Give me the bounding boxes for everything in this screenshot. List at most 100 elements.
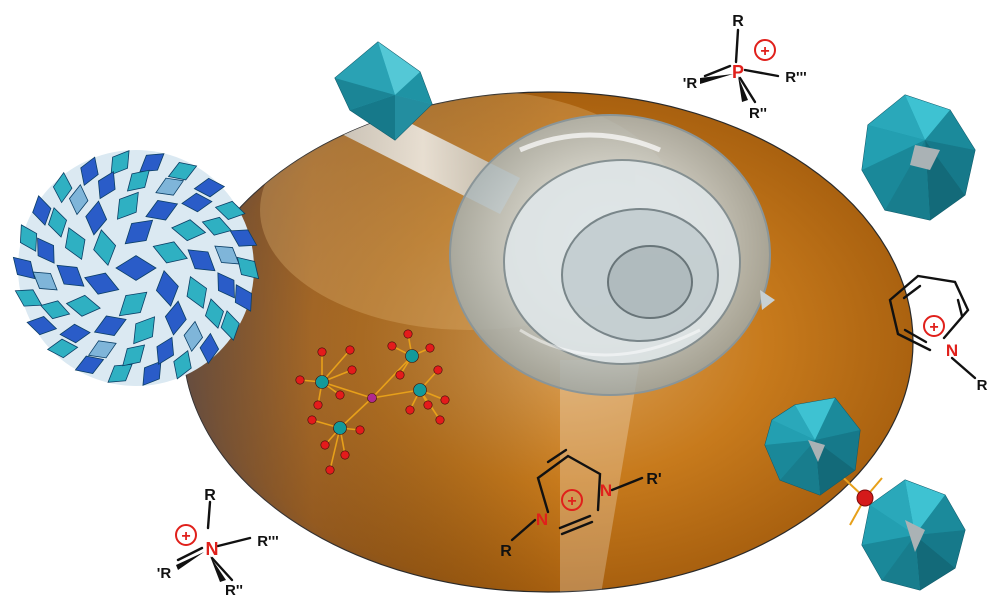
pyridinium-r-label: R <box>977 377 988 394</box>
ammonium-charge-label: + <box>181 528 190 545</box>
keplerate-polyhedron <box>155 177 185 196</box>
oxygen-atom <box>335 390 345 400</box>
keplerate-polyhedron <box>201 216 232 236</box>
keplerate-center-polyhedron <box>115 255 157 281</box>
positive-charge-icon <box>175 524 197 546</box>
keplerate-polyhedron <box>40 300 71 320</box>
keplerate-polyhedron <box>32 271 58 291</box>
ammonium-r-bottom: R'' <box>225 582 243 599</box>
oxygen-atom <box>433 365 443 375</box>
phosphonium-charge-label: + <box>760 43 769 60</box>
phosphonium-r-left: 'R <box>683 75 698 92</box>
keplerate-polyhedron <box>56 264 85 287</box>
keplerate-polyhedron <box>193 177 226 198</box>
nitrogen-atom-label: N <box>206 539 219 559</box>
keplerate-polyhedron <box>93 315 127 336</box>
phosphonium-r-bottom: R'' <box>749 105 767 122</box>
pyridinium-charge-label: + <box>929 319 938 336</box>
oxygen-atom <box>313 400 323 410</box>
keplerate-polyhedron <box>204 298 224 329</box>
imidazolium-charge-label: + <box>567 493 576 510</box>
keplerate-polyhedron <box>12 256 36 280</box>
oxygen-atom <box>347 365 357 375</box>
oxygen-atom <box>425 343 435 353</box>
keplerate-polyhedron <box>124 219 154 245</box>
keplerate-polyhedron <box>199 332 220 365</box>
keplerate-polyhedron <box>93 229 117 267</box>
keplerate-polyhedron <box>118 291 148 317</box>
keplerate-polyhedron <box>65 294 101 317</box>
keplerate-polyhedron <box>97 171 116 200</box>
oxygen-atom <box>435 415 445 425</box>
glass-vial-icon <box>326 92 775 592</box>
cluster-bond <box>321 349 351 383</box>
keplerate-polyhedron <box>26 315 58 336</box>
metal-atom <box>333 421 347 435</box>
positive-charge-icon <box>754 39 776 61</box>
keplerate-polyhedron <box>152 241 188 264</box>
oxygen-atom <box>405 405 415 415</box>
cluster-bond <box>371 355 413 399</box>
cluster-bond <box>329 427 341 471</box>
ammonium-r-left: 'R <box>157 565 172 582</box>
keplerate-polyhedron <box>181 192 213 213</box>
keplerate-polyhedron <box>156 336 175 365</box>
cluster-bond <box>371 389 421 399</box>
pyridinium-n-label: N <box>946 341 958 360</box>
keplerate-polyhedron <box>171 219 207 242</box>
oxygen-atom <box>423 400 433 410</box>
ball-and-stick-cluster-icon <box>295 329 450 475</box>
keplerate-polyhedron <box>173 350 192 380</box>
keplerate-polyhedron <box>65 227 86 261</box>
oxygen-atom <box>355 425 365 435</box>
keplerate-polyhedron <box>155 269 179 307</box>
keplerate-polyhedron <box>217 272 235 299</box>
cluster-bond <box>321 381 373 399</box>
oxygen-atom <box>340 450 350 460</box>
metal-atom <box>413 383 427 397</box>
ammonium-cation: R 'R R''' R'' N + <box>157 487 279 599</box>
keplerate-polyhedron <box>186 275 207 309</box>
sandwich-polyoxometalate-icon <box>764 397 966 591</box>
keplerate-polyhedron <box>214 200 246 221</box>
keplerate-polyhedron <box>87 340 117 359</box>
oxygen-atom <box>317 347 327 357</box>
keplerate-polyhedron <box>37 237 55 264</box>
phosphorus-atom-label: P <box>732 62 744 82</box>
keplerate-polyhedron <box>85 200 108 236</box>
keplerate-polyhedron <box>214 245 240 265</box>
keplerate-polyhedron <box>80 156 99 186</box>
keplerate-polyhedron <box>48 207 68 238</box>
oxygen-atom <box>295 375 305 385</box>
keplerate-polyhedron <box>122 344 146 367</box>
keplerate-polyhedron <box>139 153 165 173</box>
ammonium-r-top: R <box>204 487 216 504</box>
imidazolium-cation: + N N R R' <box>500 448 662 560</box>
keplerate-polyhedron <box>133 316 156 345</box>
octahedron-icon <box>334 41 433 141</box>
oxygen-atom <box>307 415 317 425</box>
keplerate-polyhedron <box>68 183 89 216</box>
imidazolium-r-right: R' <box>646 471 661 488</box>
keplerate-polyhedron <box>52 171 73 204</box>
imidazolium-r-left: R <box>500 543 512 560</box>
imidazolium-n1-label: N <box>536 510 548 529</box>
cluster-bond <box>339 397 373 429</box>
keplerate-polyhedron <box>116 191 139 220</box>
keplerate-polyhedron <box>236 256 260 280</box>
keplerate-polyhedron <box>167 162 198 181</box>
keplerate-polyhedron <box>19 224 38 252</box>
keplerate-polyhedron <box>183 320 204 353</box>
phosphonium-r-top: R <box>732 13 744 30</box>
phosphonium-r-right: R''' <box>785 69 807 86</box>
oxygen-atom <box>387 341 397 351</box>
pyridinium-cation: + N R <box>888 274 988 394</box>
keplerate-polyoxometalate-icon <box>12 150 260 386</box>
keplerate-polyhedron <box>234 284 253 312</box>
metal-atom <box>405 349 419 363</box>
oxygen-atom <box>395 370 405 380</box>
oxygen-atom <box>440 395 450 405</box>
keplerate-polyhedron <box>107 363 133 383</box>
keplerate-polyhedron <box>164 300 187 336</box>
